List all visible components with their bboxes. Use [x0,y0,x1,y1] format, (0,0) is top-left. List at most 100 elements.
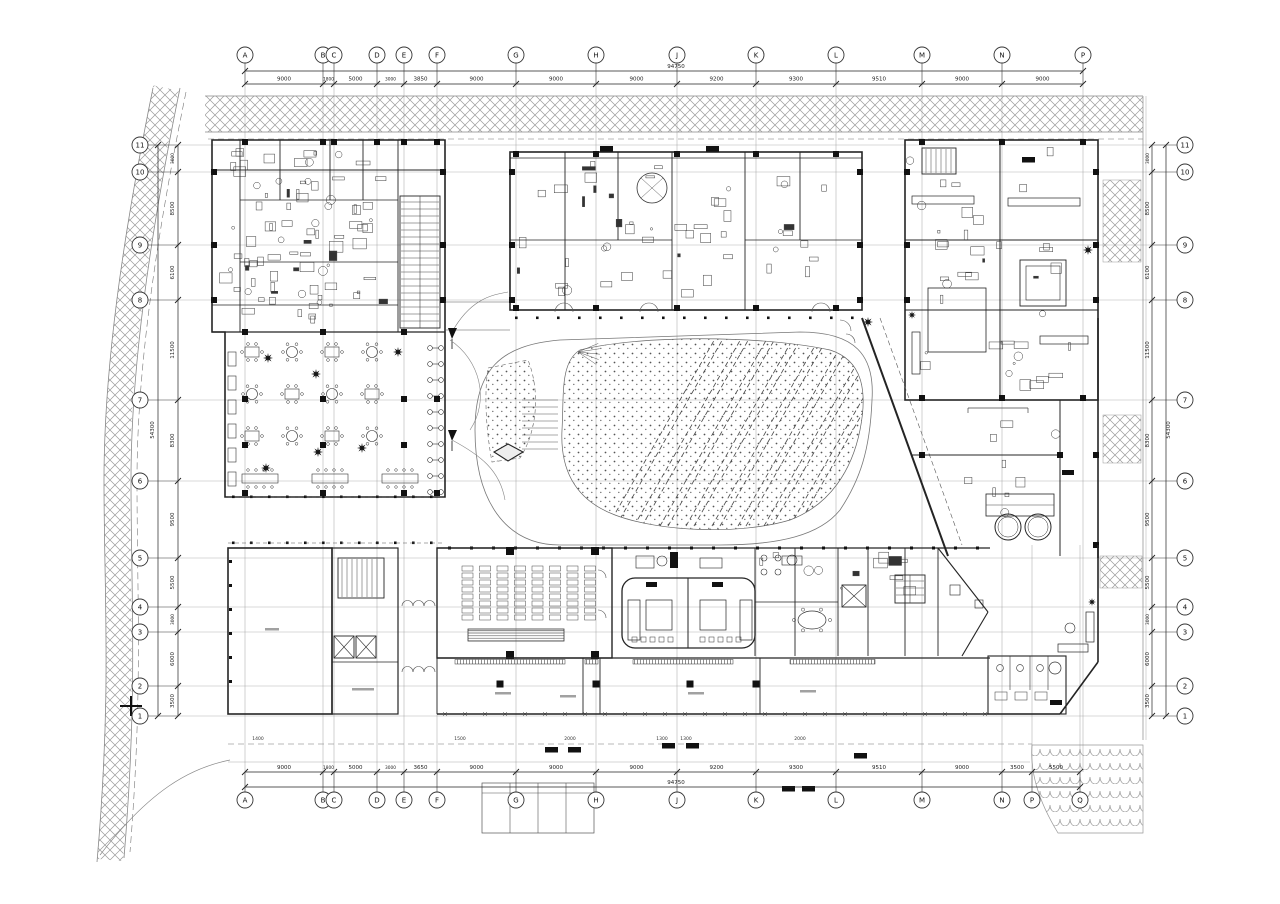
wall-tick [229,560,232,563]
colonnade-dot [668,546,671,550]
seat [496,572,509,579]
column-marker [509,242,515,248]
dining-table [244,430,260,442]
chair [365,342,370,346]
seat [479,565,491,572]
column-marker [674,305,680,311]
sub-dim-label: 2000 [564,736,576,742]
seat [531,579,544,586]
wall [937,547,989,613]
seat [496,565,509,572]
furniture [315,229,319,239]
chair [246,426,250,430]
furniture [304,177,312,185]
furniture [325,195,336,205]
dim-label: 9510 [872,765,886,771]
bench [1039,335,1089,345]
chair [340,485,344,489]
seat [461,572,474,579]
furniture [776,176,791,187]
tank [1024,513,1052,541]
column-marker [331,139,337,145]
furniture [251,278,256,287]
chair [374,358,379,362]
tree [261,463,271,473]
chair [246,468,250,472]
seat [531,565,544,572]
seat [584,586,596,593]
dim-label: 6000 [170,652,176,666]
seat [479,586,491,593]
colonnade-dot [620,316,623,320]
chair [286,384,290,388]
colonnade-dot [358,495,361,499]
chair [361,434,365,438]
tick [702,711,708,717]
column-marker [506,547,514,555]
dim-label: 3000 [1145,153,1151,164]
column-marker [434,139,440,145]
strip [685,338,807,530]
seat [566,593,579,600]
grid-bubble [747,791,765,809]
dim-total-label: 94750 [667,780,685,786]
chair [260,434,264,438]
chair [281,350,285,354]
grid-bubble [1176,549,1194,567]
furniture [814,566,823,575]
envelope [228,545,1098,714]
chair [332,468,336,472]
furniture [362,202,373,210]
door-arc [597,609,607,619]
strip [763,338,864,530]
chair [285,426,290,430]
door-arc [401,600,414,607]
chair [254,442,258,446]
chair [410,468,414,472]
exterior-wall [1059,661,1099,715]
dim-label: 9000 [955,77,969,83]
column-marker [506,651,514,659]
grid-bubble-label: E [402,797,406,805]
seat [531,614,544,621]
dim-label: 9200 [710,765,724,771]
grid-bubble-label: A [243,52,248,60]
furniture [281,220,293,227]
room-label [688,692,704,695]
furniture [1039,247,1053,252]
column-marker [1057,452,1063,458]
walk-curve [449,339,481,431]
chair [374,400,378,404]
furniture [269,223,273,231]
furniture [582,166,596,171]
chair [361,350,365,354]
envelope [862,318,1098,558]
chair [366,400,370,404]
courtyard-path [474,331,873,546]
furniture [602,242,612,251]
seat [438,361,444,367]
column-marker [242,396,248,402]
furniture [328,250,338,261]
column-marker [401,329,407,335]
grid-bubble [668,791,686,809]
furniture [654,165,663,170]
door-arc [639,302,659,313]
furniture [352,205,361,215]
grid-bubble [1176,163,1194,181]
furniture [353,204,357,214]
annotation-tag [646,582,657,587]
grid-bubble [395,791,413,809]
sub-dim-label: 1500 [454,736,466,742]
stair [921,147,957,175]
chair [254,384,259,388]
chair [699,636,706,643]
strip [651,338,773,530]
toilet [1036,664,1044,672]
furniture [300,252,311,257]
column-marker [242,490,248,496]
furniture [1000,420,1014,428]
chair [285,442,290,446]
column-marker [1093,452,1099,458]
column-marker [904,297,910,303]
